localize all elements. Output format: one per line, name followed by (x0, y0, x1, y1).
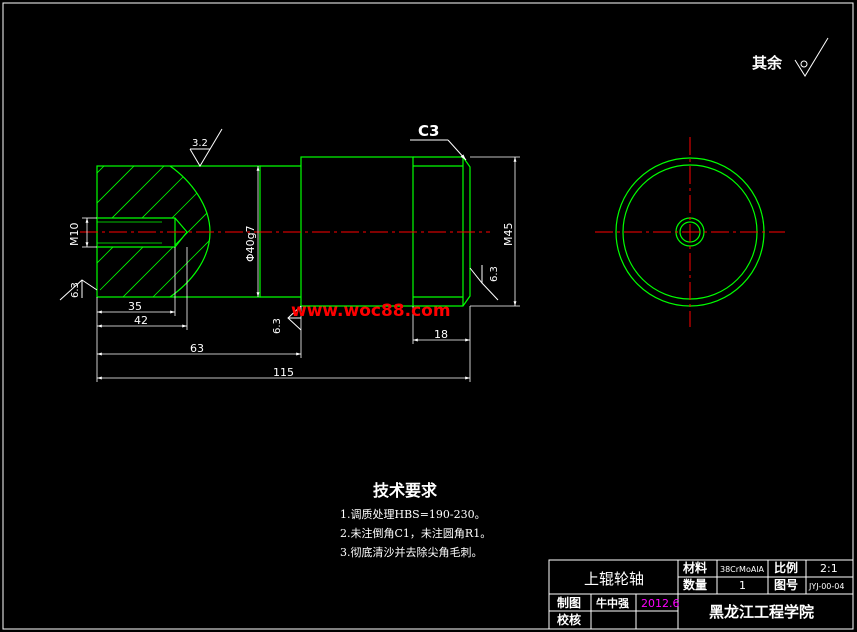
tb-school: 黑龙江工程学院 (709, 603, 814, 621)
tb-drawing-no: JYJ-00-04 (808, 582, 844, 591)
roughness-symbol-4 (469, 265, 499, 301)
tech-item-1: 1.调质处理HBS=190-230。 (340, 508, 486, 521)
chamfer-callout (410, 139, 467, 161)
general-roughness-symbol (794, 37, 829, 77)
roughness-symbol-1 (189, 128, 223, 167)
dim-m10: M10 (68, 223, 81, 247)
roughness-value-3: 6.3 (272, 318, 283, 334)
tb-date: 2012.6 (641, 597, 680, 610)
dim-42: 42 (134, 314, 148, 327)
tech-title: 技术要求 (373, 481, 438, 500)
tb-qty: 1 (739, 579, 746, 592)
tb-material: 38CrMoAlA (720, 565, 765, 574)
title-block (548, 559, 854, 630)
dim-m45: M45 (502, 223, 515, 247)
general-roughness-label: 其余 (752, 54, 783, 72)
tb-drawn-label: 制图 (557, 595, 581, 610)
dim-phi40: Φ40g7 (244, 225, 257, 262)
tb-material-label: 材料 (682, 560, 707, 575)
tb-drawing-no-label: 图号 (774, 577, 798, 592)
roughness-value-1: 3.2 (192, 138, 208, 149)
roughness-symbol-2 (59, 279, 98, 301)
tech-item-2: 2.未注倒角C1，未注圆角R1。 (340, 526, 491, 540)
shaft-side-view (595, 137, 785, 327)
roughness-value-2: 6.3 (70, 282, 81, 298)
tb-scale: 2:1 (820, 562, 838, 575)
dim-18: 18 (434, 328, 448, 341)
tb-scale-label: 比例 (774, 560, 798, 575)
roughness-value-4: 6.3 (489, 266, 500, 282)
watermark: www.woc88.com (291, 301, 451, 321)
dim-35: 35 (128, 300, 142, 313)
dim-115: 115 (273, 366, 294, 379)
tb-check-label: 校核 (557, 612, 581, 627)
dimension-lines (82, 156, 520, 382)
tb-part-name: 上辊轮轴 (584, 570, 644, 588)
tb-drawn-by: 牛中强 (596, 596, 629, 610)
dim-63: 63 (190, 342, 204, 355)
chamfer-label: C3 (418, 122, 439, 140)
roughness-symbol-3 (287, 305, 302, 331)
tb-qty-label: 数量 (683, 577, 707, 592)
tech-item-3: 3.彻底清沙并去除尖角毛刺。 (340, 545, 483, 559)
